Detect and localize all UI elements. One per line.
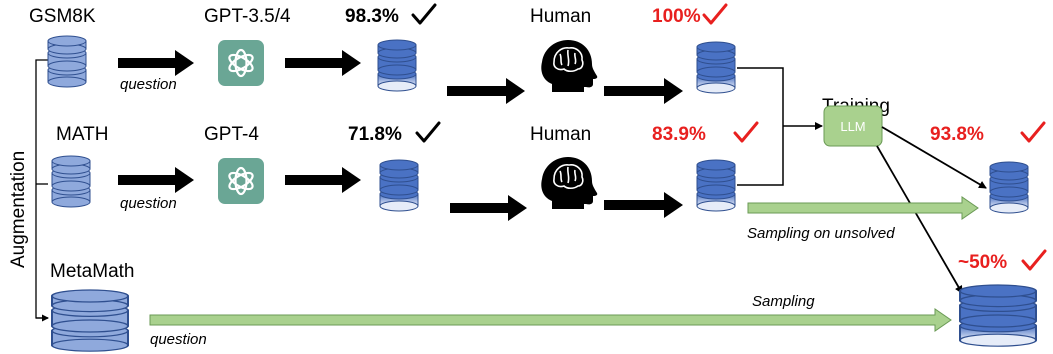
- gsm8k-gpt-score: 98.3%: [345, 6, 399, 27]
- gsm8k-human-database-icon: [696, 41, 736, 94]
- arrow-db-to-human-2: [450, 195, 527, 221]
- arrow-gpt-to-db-2: [285, 167, 361, 193]
- arrow-math-to-gpt: [118, 167, 194, 193]
- augmentation-label: Augmentation: [8, 151, 29, 268]
- sampling-arrow: [149, 308, 952, 332]
- math-human-database-icon: [696, 159, 736, 212]
- arrow-llm-to-metamath-db: [876, 145, 963, 294]
- llm-result-score: 93.8%: [930, 124, 984, 145]
- arrow-human-to-db-1: [604, 78, 683, 104]
- question-label-1: question: [120, 76, 177, 93]
- augmentation-bracket: [35, 59, 48, 319]
- math-label: MATH: [56, 124, 108, 145]
- math-human-score: 83.9%: [652, 124, 706, 145]
- gpt4-label: GPT-4: [204, 124, 259, 145]
- gsm8k-human-score: 100%: [652, 6, 701, 27]
- human-head-icon: [540, 156, 599, 210]
- question-label-3: question: [150, 331, 207, 348]
- check-icon: [411, 3, 437, 25]
- gsm8k-database-icon: [47, 35, 87, 88]
- human-label-1: Human: [530, 6, 591, 27]
- human-head-icon: [540, 39, 599, 93]
- llm-result-database-icon: [989, 161, 1029, 214]
- gsm8k-gpt-database-icon: [377, 39, 417, 92]
- math-gpt-database-icon: [379, 159, 419, 212]
- merge-connector: [737, 67, 784, 186]
- check-icon-red: [733, 121, 759, 143]
- sampling-unsolved-arrow: [747, 196, 979, 220]
- metamath-result-score: ~50%: [958, 252, 1007, 273]
- arrow-gsm8k-to-gpt: [118, 50, 194, 76]
- arrow-llm-to-db: [881, 126, 987, 189]
- check-icon: [415, 121, 441, 143]
- human-label-2: Human: [530, 124, 591, 145]
- check-icon-red: [1020, 121, 1046, 143]
- llm-label: LLM: [840, 119, 865, 134]
- arrow-db-to-human-1: [447, 78, 525, 104]
- sampling-unsolved-label: Sampling on unsolved: [747, 225, 895, 242]
- gsm8k-label: GSM8K: [29, 6, 96, 27]
- check-icon-red: [702, 3, 728, 25]
- metamath-label: MetaMath: [50, 261, 134, 282]
- question-label-2: question: [120, 195, 177, 212]
- sampling-label: Sampling: [752, 293, 815, 310]
- gpt35-label: GPT-3.5/4: [204, 6, 291, 27]
- llm-box: [823, 105, 883, 147]
- arrow-gpt-to-db-1: [285, 50, 361, 76]
- openai-logo-icon: [216, 38, 266, 88]
- check-icon-red: [1021, 249, 1047, 271]
- arrow-human-to-db-2: [604, 192, 683, 218]
- math-gpt-score: 71.8%: [348, 124, 402, 145]
- math-database-icon: [51, 155, 91, 208]
- metamath-result-database-icon: [959, 284, 1037, 348]
- metamath-database-icon: [51, 289, 129, 353]
- openai-logo-icon: [216, 156, 266, 206]
